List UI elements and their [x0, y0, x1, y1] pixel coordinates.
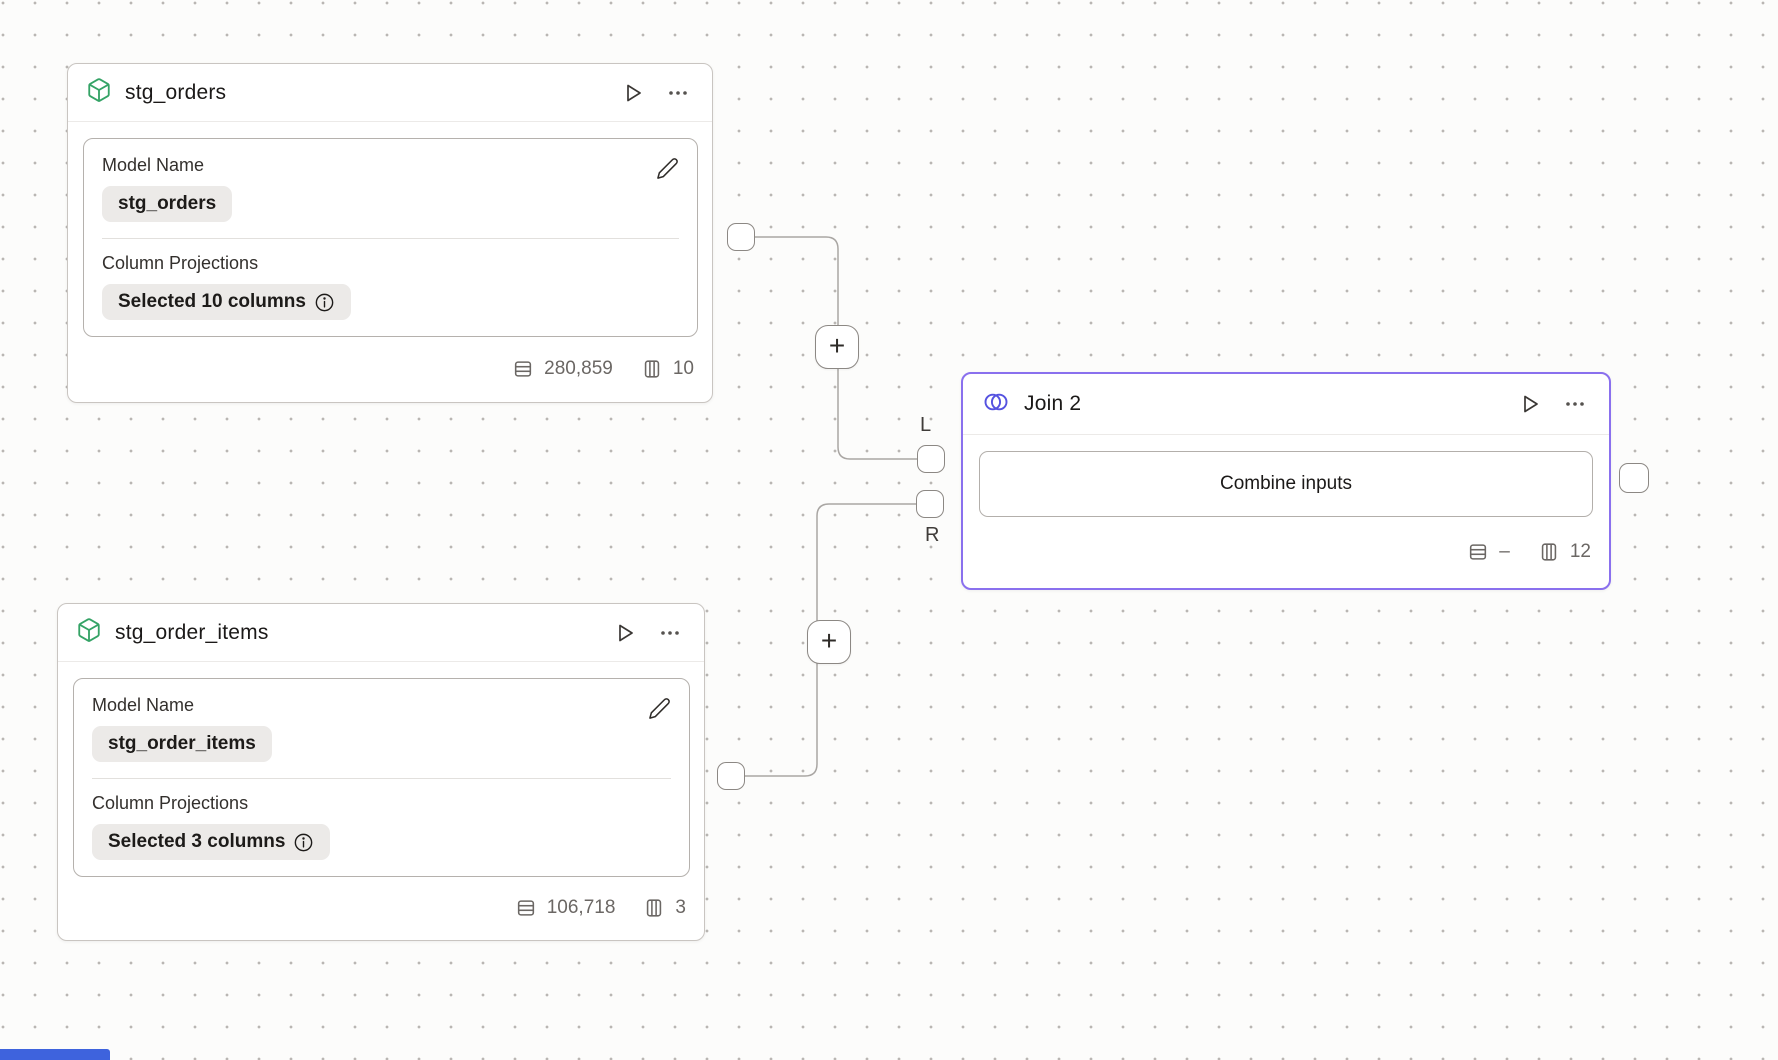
node-title: stg_orders: [125, 80, 227, 104]
add-node-on-edge-bottom-button[interactable]: +: [807, 620, 851, 664]
port-join-input-right[interactable]: [916, 490, 944, 518]
column-count-value: 10: [672, 357, 694, 379]
info-icon: [314, 292, 335, 313]
port-join-output[interactable]: [1619, 463, 1649, 493]
rows-icon: [1467, 541, 1489, 563]
row-count-stat: –: [1467, 541, 1510, 563]
header-divider: [58, 661, 704, 662]
run-node-button[interactable]: [617, 77, 649, 109]
column-projections-pill[interactable]: Selected 10 columns: [102, 284, 351, 320]
model-cube-icon: [86, 77, 112, 108]
port-join-input-left[interactable]: [917, 445, 945, 473]
partial-panel-edge: [0, 1049, 110, 1060]
model-name-label: Model Name: [102, 155, 205, 175]
node-header: stg_order_items: [58, 604, 704, 661]
node-stats-footer: 280,859 10: [68, 337, 712, 402]
run-node-button[interactable]: [1514, 388, 1546, 420]
model-name-label: Model Name: [92, 695, 195, 715]
column-projections-label: Column Projections: [102, 253, 259, 273]
row-count-stat: 280,859: [512, 358, 613, 380]
add-node-on-edge-top-button[interactable]: +: [815, 325, 859, 369]
column-count-stat: 12: [1538, 541, 1591, 563]
model-config-card: Model Name stg_orders Column Projections…: [83, 138, 698, 337]
column-projections-pill[interactable]: Selected 3 columns: [92, 824, 331, 860]
run-node-button[interactable]: [609, 617, 641, 649]
column-count-stat: 3: [643, 897, 686, 919]
node-menu-button[interactable]: [654, 617, 686, 649]
edit-model-name-button[interactable]: [654, 155, 681, 185]
column-count-value: 3: [675, 896, 686, 918]
node-join-2[interactable]: Join 2 Combine inputs –: [961, 372, 1611, 590]
row-count-value: –: [1499, 540, 1510, 562]
columns-icon: [1538, 541, 1560, 563]
column-count-value: 12: [1569, 540, 1591, 562]
column-projections-value: Selected 3 columns: [108, 831, 286, 852]
info-icon: [293, 832, 314, 853]
header-divider: [963, 434, 1609, 435]
node-header: stg_orders: [68, 64, 712, 121]
row-count-value: 106,718: [546, 896, 616, 918]
join-venn-icon: [981, 389, 1011, 420]
node-stats-footer: – 12: [963, 517, 1609, 588]
node-menu-button[interactable]: [1559, 388, 1591, 420]
model-name-value: stg_order_items: [108, 733, 256, 754]
model-name-pill[interactable]: stg_orders: [102, 186, 233, 222]
model-cube-icon: [76, 617, 102, 648]
row-count-stat: 106,718: [515, 896, 616, 919]
node-header: Join 2: [963, 374, 1609, 434]
node-title: stg_order_items: [115, 620, 269, 644]
column-count-stat: 10: [641, 358, 694, 380]
rows-icon: [512, 358, 534, 380]
card-divider: [102, 238, 679, 239]
model-config-card: Model Name stg_order_items Column Projec…: [73, 678, 690, 877]
rows-icon: [515, 897, 537, 919]
header-divider: [68, 121, 712, 122]
node-stg-orders[interactable]: stg_orders Model Name stg_orders Column …: [67, 63, 713, 403]
row-count-value: 280,859: [544, 357, 613, 379]
port-stg-orders-output[interactable]: [727, 223, 755, 251]
column-projections-label: Column Projections: [92, 793, 249, 813]
columns-icon: [641, 358, 663, 380]
join-right-port-label: R: [925, 524, 940, 546]
columns-icon: [643, 897, 665, 919]
card-divider: [92, 778, 671, 779]
model-name-value: stg_orders: [118, 193, 217, 214]
column-projections-value: Selected 10 columns: [118, 291, 306, 312]
node-stg-order-items[interactable]: stg_order_items Model Name stg_order_ite…: [57, 603, 705, 941]
node-menu-button[interactable]: [662, 77, 694, 109]
join-left-port-label: L: [920, 414, 932, 436]
node-title: Join 2: [1024, 392, 1082, 415]
model-name-pill[interactable]: stg_order_items: [92, 726, 272, 762]
node-stats-footer: 106,718 3: [58, 877, 704, 940]
combine-inputs-button[interactable]: Combine inputs: [979, 451, 1593, 517]
edit-model-name-button[interactable]: [646, 695, 673, 725]
port-stg-order-items-output[interactable]: [717, 762, 745, 790]
